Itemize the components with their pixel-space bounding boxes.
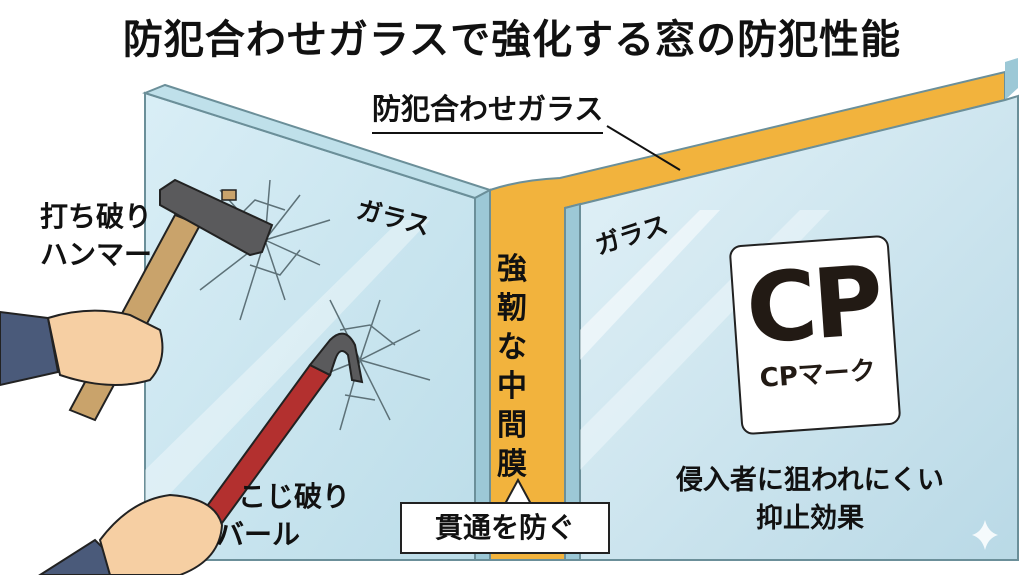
sparkle-icon — [972, 520, 998, 550]
hammer-label: 打ち破り ハンマー — [40, 198, 152, 274]
cp-mark-letters: CP — [742, 244, 884, 366]
deterrent-effect-text: 侵入者に狙われにくい 抑止効果 — [640, 462, 980, 538]
effect-line1: 侵入者に狙われにくい — [675, 465, 945, 496]
crowbar-label-line2: バール — [216, 518, 301, 551]
page-title: 防犯合わせガラスで強化する窓の防犯性能 — [122, 17, 902, 63]
hammer-label-line2: ハンマー — [40, 238, 153, 271]
laminated-glass-label: 防犯合わせガラス — [372, 86, 604, 134]
effect-line2: 抑止効果 — [756, 503, 864, 534]
crowbar-label-line1: こじ破り — [238, 480, 351, 513]
penetration-callout: 貫通を防ぐ — [400, 502, 610, 554]
pointer-line — [606, 125, 681, 171]
crowbar-hand-icon — [38, 493, 224, 575]
cp-mark-icon: CP CPマーク — [728, 234, 902, 436]
crowbar-label: こじ破り バール — [216, 478, 351, 554]
interlayer-label: 強靭な中間膜 — [497, 252, 527, 482]
hammer-label-line1: 打ち破り — [40, 200, 153, 233]
hammer-hand-icon — [0, 309, 164, 387]
